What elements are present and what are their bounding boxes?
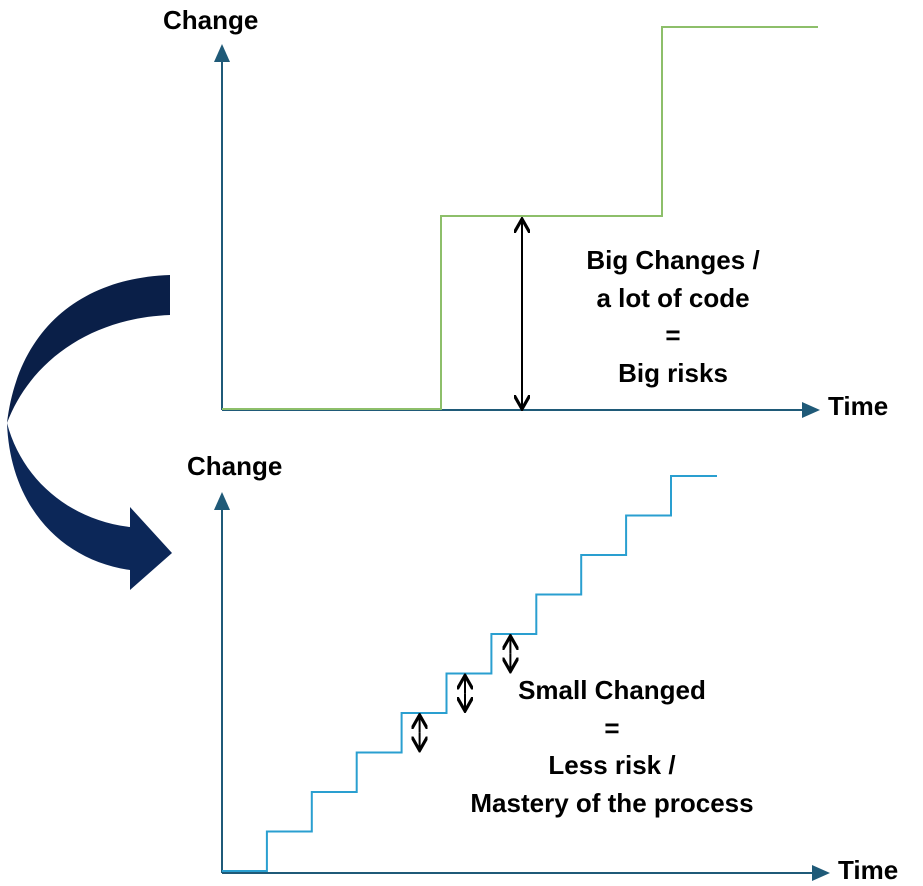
curved-arrow-icon (7, 275, 172, 590)
annotation-line: a lot of code (596, 282, 750, 313)
top-step-line (222, 26, 818, 410)
top-y-axis-label: Change (163, 5, 259, 35)
bottom-y-axis-label: Change (187, 451, 283, 481)
annotation-line: Less risk / (548, 750, 676, 780)
annotation-line: Big risks (618, 357, 728, 388)
annotation-line: Mastery of the process (470, 787, 754, 818)
annotation-line: Big Changes / (586, 245, 760, 275)
annotation-line: = (665, 320, 681, 350)
big-changes-annotation: Big Changes / a lot of code = Big risks (543, 242, 803, 392)
annotation-line: = (604, 712, 620, 743)
annotation-line: Small Changed (518, 675, 706, 705)
small-changes-annotation: Small Changed = Less risk / Mastery of t… (432, 672, 792, 822)
bottom-x-axis-label: Time (838, 855, 899, 885)
top-x-axis-label: Time (828, 391, 889, 421)
